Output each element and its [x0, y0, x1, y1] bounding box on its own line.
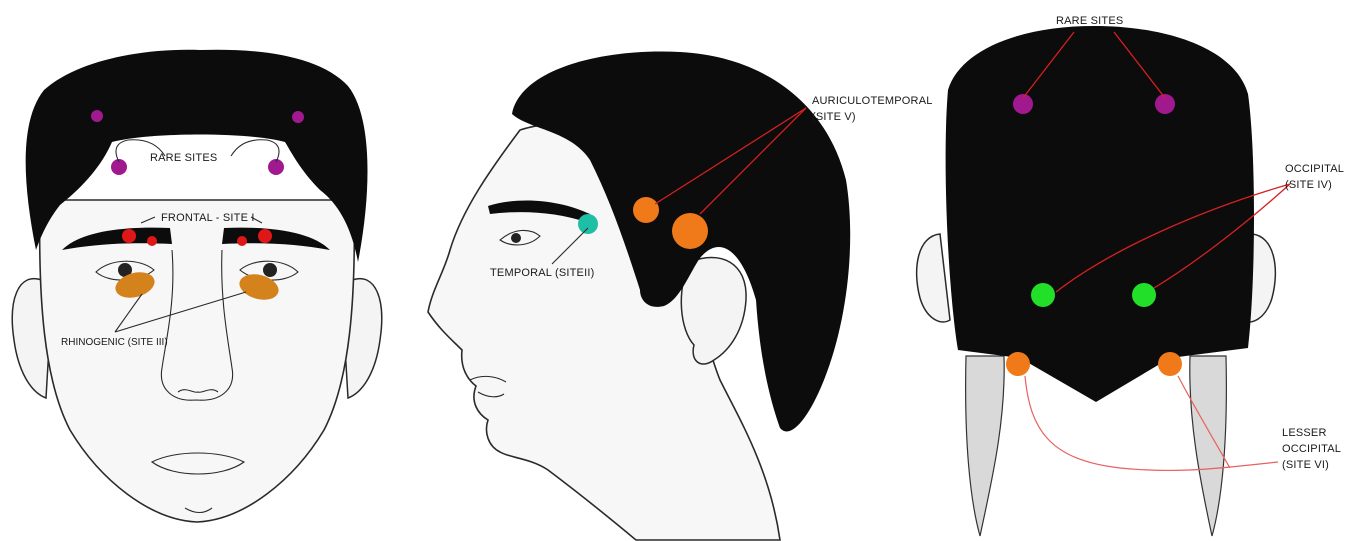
back-lesser-label: LESSER	[1282, 427, 1327, 439]
front-rhinogenic-label: RHINOGENIC (SITE III)	[61, 337, 168, 348]
side-auriculotemporal-site-dot	[633, 197, 659, 223]
front-right-pupil	[263, 263, 277, 277]
front-frontal-site-dot	[258, 229, 272, 243]
back-lesser-occipital-site-dot	[1158, 352, 1182, 376]
side-temporal-site-dot	[578, 214, 598, 234]
back-left-ear	[917, 234, 950, 322]
front-frontal-site-dot	[122, 229, 136, 243]
front-frontal-site-dot	[237, 236, 247, 246]
front-frontal-label: FRONTAL - SITE I	[161, 212, 255, 224]
back-occipital-site-dot	[1132, 283, 1156, 307]
side-pupil	[511, 233, 521, 243]
back-hair	[946, 26, 1254, 402]
back-view-head	[917, 26, 1276, 536]
front-rare-site-dot	[91, 110, 103, 122]
back-lesser-occipital-site-dot	[1006, 352, 1030, 376]
side-auriculotemporal-label: AURICULOTEMPORAL	[812, 95, 933, 107]
back-right-neck	[1190, 356, 1227, 536]
side-auriculotemporal-site-dot	[672, 213, 708, 249]
back-occipital-label: OCCIPITAL	[1285, 163, 1344, 175]
side-auriculotemporal-label-site: (SITE V)	[812, 111, 856, 123]
back-occipital-label-site: (SITE IV)	[1285, 179, 1332, 191]
side-view-head	[428, 52, 850, 540]
back-rare-sites-label: RARE SITES	[1056, 15, 1123, 27]
side-temporal-label: TEMPORAL (SITEII)	[490, 267, 594, 279]
back-lesser-label-site: (SITE VI)	[1282, 459, 1329, 471]
back-left-neck	[966, 356, 1005, 536]
back-lesser-occipital-leader	[1025, 376, 1278, 470]
front-view-head	[12, 50, 381, 522]
front-rare-site-dot	[292, 111, 304, 123]
back-occipital-site-dot	[1031, 283, 1055, 307]
back-lesser-label-occipital: OCCIPITAL	[1282, 443, 1341, 455]
front-rare-sites-label: RARE SITES	[150, 152, 217, 164]
front-frontal-site-dot	[147, 236, 157, 246]
